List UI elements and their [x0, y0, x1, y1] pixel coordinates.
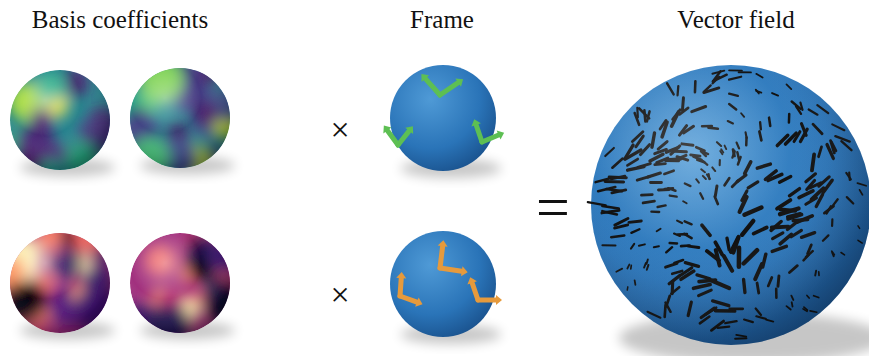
frame-arrowhead	[497, 130, 504, 139]
column-heading: Vector field	[677, 7, 794, 32]
frame-arrow	[440, 246, 443, 268]
vector-field-sphere	[591, 65, 869, 345]
frame-arrowhead	[383, 126, 391, 134]
sphere-shading	[130, 233, 230, 333]
frame-sphere	[390, 231, 496, 337]
frame-arrow	[472, 283, 478, 300]
frame-glyph	[421, 74, 463, 95]
column-heading: Frame	[410, 7, 474, 32]
frame-arrowhead	[461, 266, 468, 276]
coefficient-sphere	[118, 50, 247, 183]
frame-arrow	[425, 79, 440, 95]
frame-glyph	[471, 119, 504, 142]
sphere-shading	[591, 65, 869, 345]
frame-arrow	[478, 298, 496, 303]
column-heading: Basis coefficients	[32, 7, 209, 32]
coefficient-sphere	[115, 231, 247, 347]
frame-arrowhead	[396, 272, 406, 278]
coefficient-sphere	[0, 221, 118, 338]
frame-arrowhead	[405, 126, 413, 134]
times-sign: ×	[330, 278, 349, 312]
frame-arrow	[387, 130, 398, 145]
sphere-shading	[10, 70, 110, 170]
frame-arrowhead	[471, 119, 480, 126]
frame-arrowhead	[455, 78, 463, 86]
frame-arrowhead	[467, 277, 476, 284]
coefficient-sphere	[5, 65, 125, 181]
times-sign: ×	[330, 113, 349, 147]
frame-arrow	[400, 278, 401, 296]
frame-arrow	[398, 131, 409, 145]
equals-sign: =	[536, 177, 570, 237]
frame-arrowhead	[496, 295, 502, 305]
frame-arrow	[400, 296, 417, 302]
sphere-shading	[10, 233, 110, 333]
frame-arrow	[440, 268, 462, 271]
frame-arrow	[482, 135, 499, 142]
frame-arrowhead	[421, 74, 429, 82]
frame-arrowhead	[415, 297, 422, 306]
frame-glyph	[438, 240, 468, 276]
frame-glyph	[467, 277, 502, 305]
frame-sphere	[390, 65, 496, 171]
frame-arrow	[440, 83, 458, 95]
frame-arrow	[476, 125, 482, 142]
frame-arrowhead	[438, 240, 448, 247]
frame-glyph	[383, 126, 413, 145]
coefficient-blob	[119, 57, 142, 80]
frame-glyph	[396, 272, 422, 307]
sphere-shading	[130, 68, 230, 168]
